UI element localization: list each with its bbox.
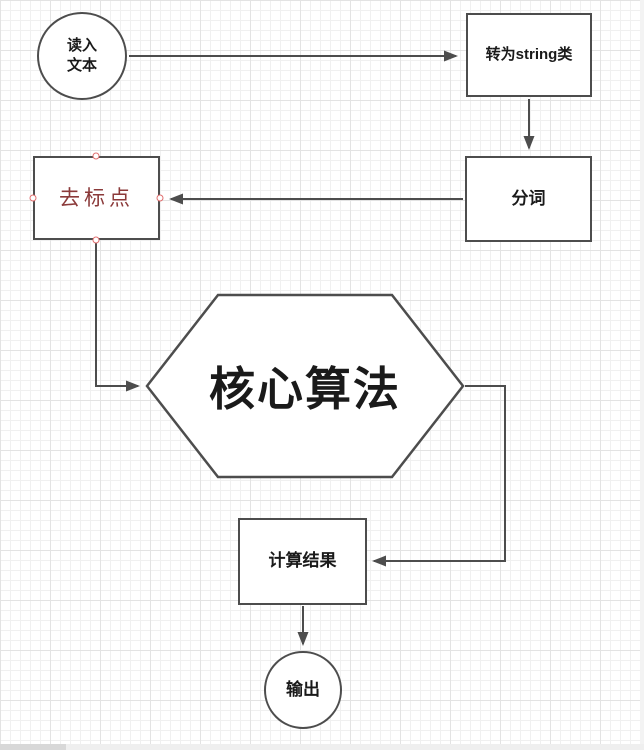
connection-handle-right[interactable] (156, 194, 164, 202)
node-core-algorithm[interactable]: 核心算法 (145, 293, 465, 479)
node-core-algorithm-label: 核心算法 (209, 363, 401, 415)
hexagon-shape (145, 293, 465, 479)
node-output[interactable]: 输出 (264, 651, 342, 729)
node-compute-result[interactable]: 计算结果 (238, 518, 367, 605)
connection-handle-left[interactable] (29, 194, 37, 202)
node-read-text-label-line2: 文本 (66, 57, 97, 74)
node-convert-string-label: 转为string类 (485, 45, 573, 63)
node-remove-punctuation-label: 去标点 (59, 185, 134, 210)
node-remove-punctuation[interactable]: 去标点 (33, 156, 160, 240)
node-segment-words[interactable]: 分词 (465, 156, 592, 242)
node-read-text-label-line1: 读入 (66, 36, 97, 54)
horizontal-scrollbar[interactable] (0, 744, 644, 750)
connection-handle-bottom[interactable] (92, 236, 100, 244)
connector-core-to-result[interactable] (372, 385, 506, 567)
node-read-text-label: 读入 文本 (67, 36, 97, 77)
connection-handle-top[interactable] (92, 152, 100, 160)
node-output-label: 输出 (286, 679, 320, 699)
node-compute-result-label: 计算结果 (268, 551, 337, 571)
connector-punct-to-core[interactable] (95, 242, 140, 392)
node-segment-words-label: 分词 (511, 188, 546, 208)
horizontal-scrollbar-thumb[interactable] (0, 744, 66, 750)
node-convert-string[interactable]: 转为string类 (466, 13, 592, 97)
node-read-text[interactable]: 读入 文本 (37, 12, 127, 100)
vertical-scrollbar[interactable] (640, 0, 644, 750)
